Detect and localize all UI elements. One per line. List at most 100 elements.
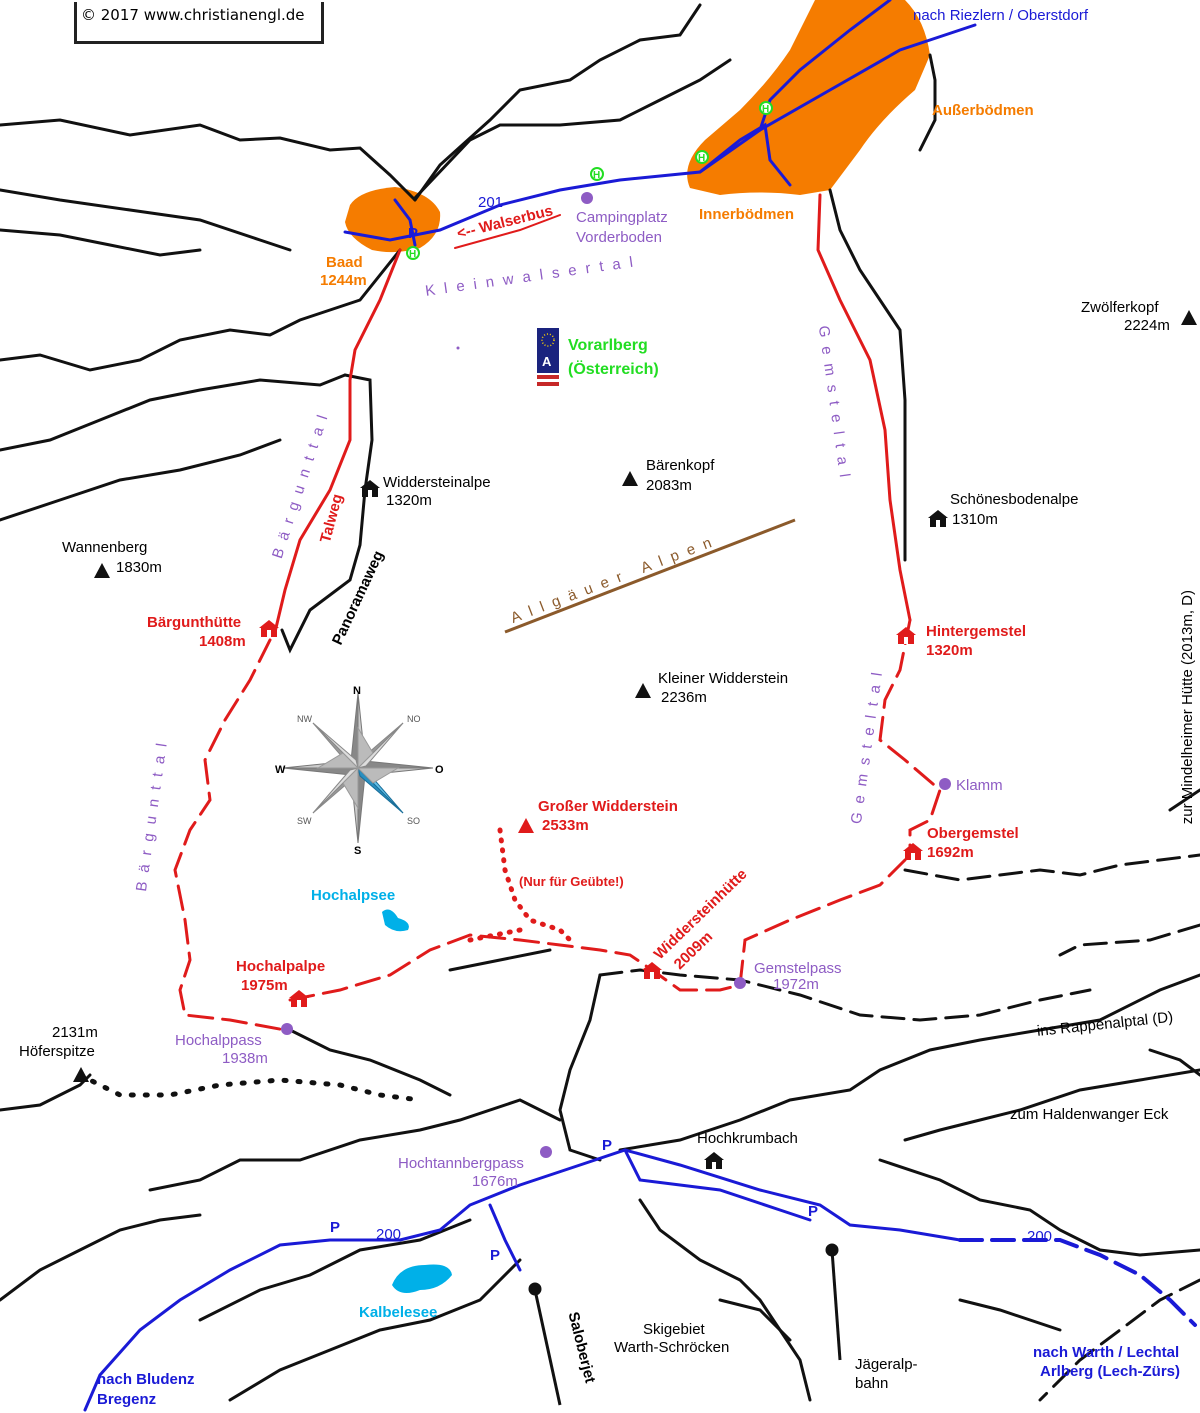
- jaegeralp-label-2: bahn: [855, 1375, 889, 1392]
- hochtannbergpass-label-1: Hochtannbergpass: [398, 1155, 524, 1172]
- roads: [83, 0, 1197, 1412]
- austria-badge-letter: A: [542, 354, 552, 369]
- hochalpsee-lake: [382, 909, 409, 932]
- hochalppass-marker: [281, 1023, 293, 1035]
- compass-no: NO: [407, 714, 421, 724]
- hintergemstel-label-1: Hintergemstel: [926, 623, 1027, 640]
- compass-sw: SW: [297, 816, 312, 826]
- camping-label-1: Campingplatz: [576, 209, 668, 226]
- warth-label-1: nach Warth / Lechtal: [1033, 1344, 1180, 1361]
- obergemstel-label-1: Obergemstel: [927, 825, 1019, 842]
- klamm-label: Klamm: [956, 777, 1003, 794]
- parking-label: P: [602, 1137, 613, 1154]
- baerenkopf-label-1: Bärenkopf: [646, 457, 715, 474]
- wannenberg-summit-icon: [94, 563, 110, 578]
- road-200: [83, 1148, 962, 1412]
- bus-stop-icon: [695, 150, 709, 164]
- vorarlberg-label-2: (Österreich): [568, 361, 659, 378]
- camping-label-2: Vorderboden: [576, 229, 662, 246]
- compass-so: SO: [407, 816, 421, 826]
- schoenesbodenalpe-hut-icon: [928, 510, 948, 527]
- bus-stop-letter: H: [762, 104, 770, 115]
- kleiner-widderstein-summit-icon: [635, 683, 651, 698]
- compass-n: N: [353, 685, 361, 697]
- widdersteinalpe-label-1: Widdersteinalpe: [383, 474, 491, 491]
- hochalppass-label-2: 1938m: [222, 1050, 268, 1067]
- baerenkopf-summit-icon: [622, 471, 638, 486]
- grosser-widderstein-summit-icon: [518, 818, 534, 833]
- saloberjet-lift: [533, 1289, 562, 1406]
- kleiner-widderstein-label-2: 2236m: [661, 689, 707, 706]
- camping-marker: [581, 192, 593, 204]
- bus-stop-icon: [759, 101, 773, 115]
- hintergemstel-hut-icon: [896, 627, 916, 644]
- ausserboedmen-label: Außerbödmen: [932, 102, 1034, 119]
- road-200-label-east: 200: [1027, 1228, 1053, 1245]
- schoenesboden-label-2: 1310m: [952, 511, 998, 528]
- road-200-label-west: 200: [376, 1226, 402, 1243]
- compass-rose: [282, 692, 434, 844]
- obergemstel-label-2: 1692m: [927, 844, 974, 861]
- settlement-boedmen: [687, 0, 930, 195]
- zwoelferkopf-label-2: 2224m: [1124, 317, 1170, 334]
- widdersteinalpe-label-2: 1320m: [386, 492, 432, 509]
- hochalpalpe-hut-icon: [289, 990, 309, 1007]
- innerboedmen-label: Innerbödmen: [699, 206, 795, 223]
- kalbelesee-lake: [392, 1264, 452, 1294]
- hut-markers: [259, 480, 948, 1169]
- gemstel-lower-trail: [878, 618, 942, 857]
- widdersteinalpe-hut-icon: [360, 480, 380, 497]
- compass-s: S: [354, 845, 362, 857]
- bludenz-label-1: nach Bludenz: [97, 1371, 195, 1388]
- schoenesboden-label-1: Schönesbodenalpe: [950, 491, 1079, 508]
- bus-stop-letter: H: [593, 170, 601, 181]
- gemstelpass-label-2: 1972m: [773, 976, 819, 993]
- allgaeuer-alpen-line: [504, 518, 796, 634]
- zwoelferkopf-summit-icon: [1181, 310, 1197, 325]
- trails: [173, 193, 942, 1032]
- poi-markers: [281, 192, 951, 1158]
- bludenz-label-2: Bregenz: [97, 1391, 157, 1408]
- hoeferspitze-label-1: 2131m: [52, 1024, 98, 1041]
- ski-lifts: [528, 1243, 842, 1406]
- compass-w: W: [275, 764, 286, 776]
- austria-badge: [537, 328, 559, 386]
- wannenberg-label-1: Wannenberg: [62, 539, 148, 556]
- jaegeralp-lift: [830, 1249, 842, 1361]
- baergunttal-trail: [173, 638, 287, 1032]
- summit-markers: [73, 310, 1197, 1082]
- ridge-lines: [0, 3, 1200, 1402]
- copyright-box: © 2017 www.christianengl.de: [74, 2, 324, 44]
- baergunthuette-label-1: Bärgunthütte: [147, 614, 242, 631]
- riezlern-label: nach Riezlern / Oberstdorf: [913, 7, 1089, 24]
- gemstelpass-label-1: Gemstelpass: [754, 960, 842, 977]
- talweg-trail: [273, 248, 402, 634]
- bus-stop-icon: [590, 167, 604, 181]
- klamm-marker: [939, 778, 951, 790]
- kleiner-widderstein-label-1: Kleiner Widderstein: [658, 670, 789, 687]
- wannenberg-label-2: 1830m: [116, 559, 162, 576]
- grosser-widderstein-label-1: Großer Widderstein: [538, 798, 678, 815]
- vorarlberg-label-1: Vorarlberg: [568, 337, 648, 354]
- road-201: [343, 23, 977, 242]
- bus-stop-letter: H: [698, 153, 706, 164]
- kalbelesee-label: Kalbelesee: [359, 1304, 438, 1321]
- settlement-baad: [345, 187, 441, 253]
- road-201-label: 201: [478, 194, 504, 211]
- hochkrumbach-label: Hochkrumbach: [697, 1130, 798, 1147]
- mindelheimer-label: zur Mindelheimer Hütte (2013m, D): [1179, 590, 1196, 825]
- hoeferspitze-label-2: Höferspitze: [19, 1043, 95, 1060]
- hochalppass-label-1: Hochalppass: [175, 1032, 262, 1049]
- parking-label: P: [490, 1247, 501, 1264]
- obergemstel-hut-icon: [903, 843, 923, 860]
- jaegeralp-label-1: Jägeralp-: [855, 1356, 918, 1373]
- parking-label: P: [808, 1203, 819, 1220]
- baergunthuette-hut-icon: [259, 620, 279, 637]
- gemstelpass-obergemstel-trail: [738, 858, 907, 987]
- bus-stop-icon: [406, 246, 420, 260]
- gemsteltal-trail: [816, 193, 912, 622]
- gemstelpass-marker: [734, 977, 746, 989]
- bus-stop-markers: [406, 101, 773, 260]
